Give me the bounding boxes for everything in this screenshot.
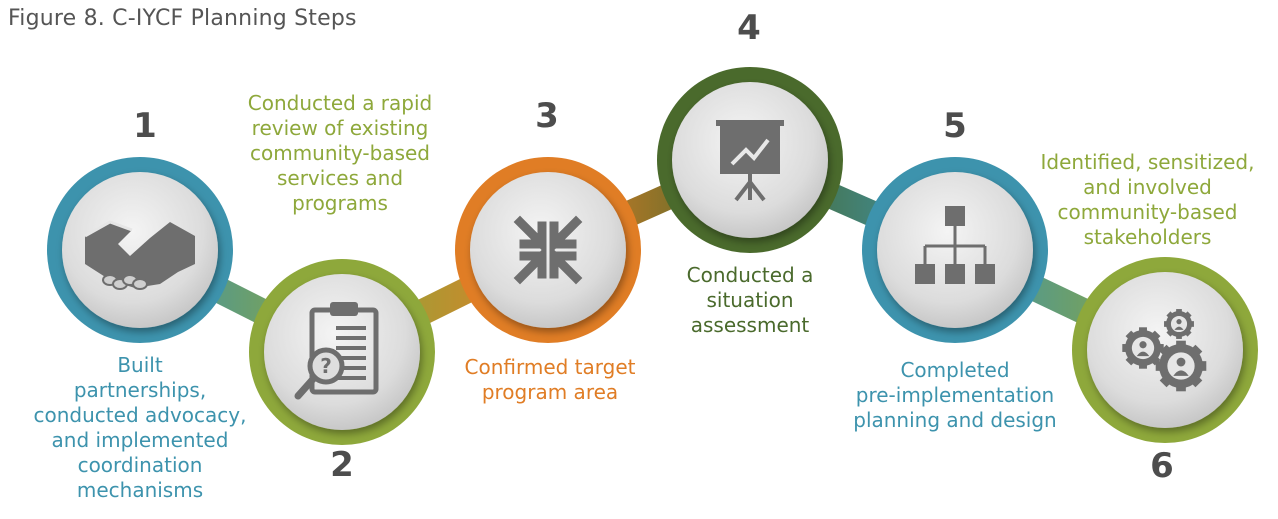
caption-line: Confirmed target <box>464 355 636 379</box>
caption-line: community-based <box>249 141 431 165</box>
caption-line: Conducted a <box>686 263 814 287</box>
caption-line: partnerships, <box>73 378 207 402</box>
caption-line: review of existing <box>251 116 429 140</box>
step-node-4 <box>657 67 843 253</box>
caption-line: Conducted a rapid <box>247 91 433 115</box>
presentation-chart-icon <box>716 120 784 202</box>
step-number-1: 1 <box>133 106 157 146</box>
caption-line: community-based <box>1057 200 1238 224</box>
step-number-4: 4 <box>737 8 761 48</box>
people-gears-icon <box>1122 309 1207 392</box>
clipboard-magnifier-icon: ? <box>294 302 379 400</box>
step-disc <box>264 274 420 430</box>
caption-line: program area <box>481 380 619 404</box>
svg-text:?: ? <box>320 354 332 378</box>
step-node-6 <box>1072 257 1258 443</box>
caption-line: programs <box>292 191 388 215</box>
step-node-1 <box>47 157 233 343</box>
caption-line: pre-implementation <box>855 383 1055 407</box>
caption-line: conducted advocacy, <box>33 403 247 427</box>
caption-line: mechanisms <box>76 478 204 502</box>
step-node-2: ? <box>249 259 435 445</box>
caption-line: Built <box>117 353 163 377</box>
caption-line: assessment <box>690 313 810 337</box>
step-number-2: 2 <box>330 445 354 485</box>
step-disc <box>470 172 626 328</box>
caption-line: and involved <box>1083 175 1212 199</box>
caption-line: Identified, sensitized, <box>1040 150 1255 174</box>
caption-line: services and <box>276 166 404 190</box>
caption-line: coordination <box>77 453 203 477</box>
org-chart-icon <box>915 206 995 284</box>
focus-arrows-icon <box>513 215 583 285</box>
step-node-5 <box>862 157 1048 343</box>
caption-line: planning and design <box>853 408 1057 432</box>
step-number-6: 6 <box>1150 446 1174 486</box>
caption-line: situation <box>706 288 794 312</box>
caption-line: and implemented <box>51 428 229 452</box>
figure-title: Figure 8. C-IYCF Planning Steps <box>8 6 357 31</box>
handshake-icon <box>84 220 195 290</box>
caption-line: stakeholders <box>1083 225 1212 249</box>
step-number-5: 5 <box>943 106 967 146</box>
step-node-3 <box>455 157 641 343</box>
step-number-3: 3 <box>535 96 559 136</box>
caption-line: Completed <box>900 358 1010 382</box>
